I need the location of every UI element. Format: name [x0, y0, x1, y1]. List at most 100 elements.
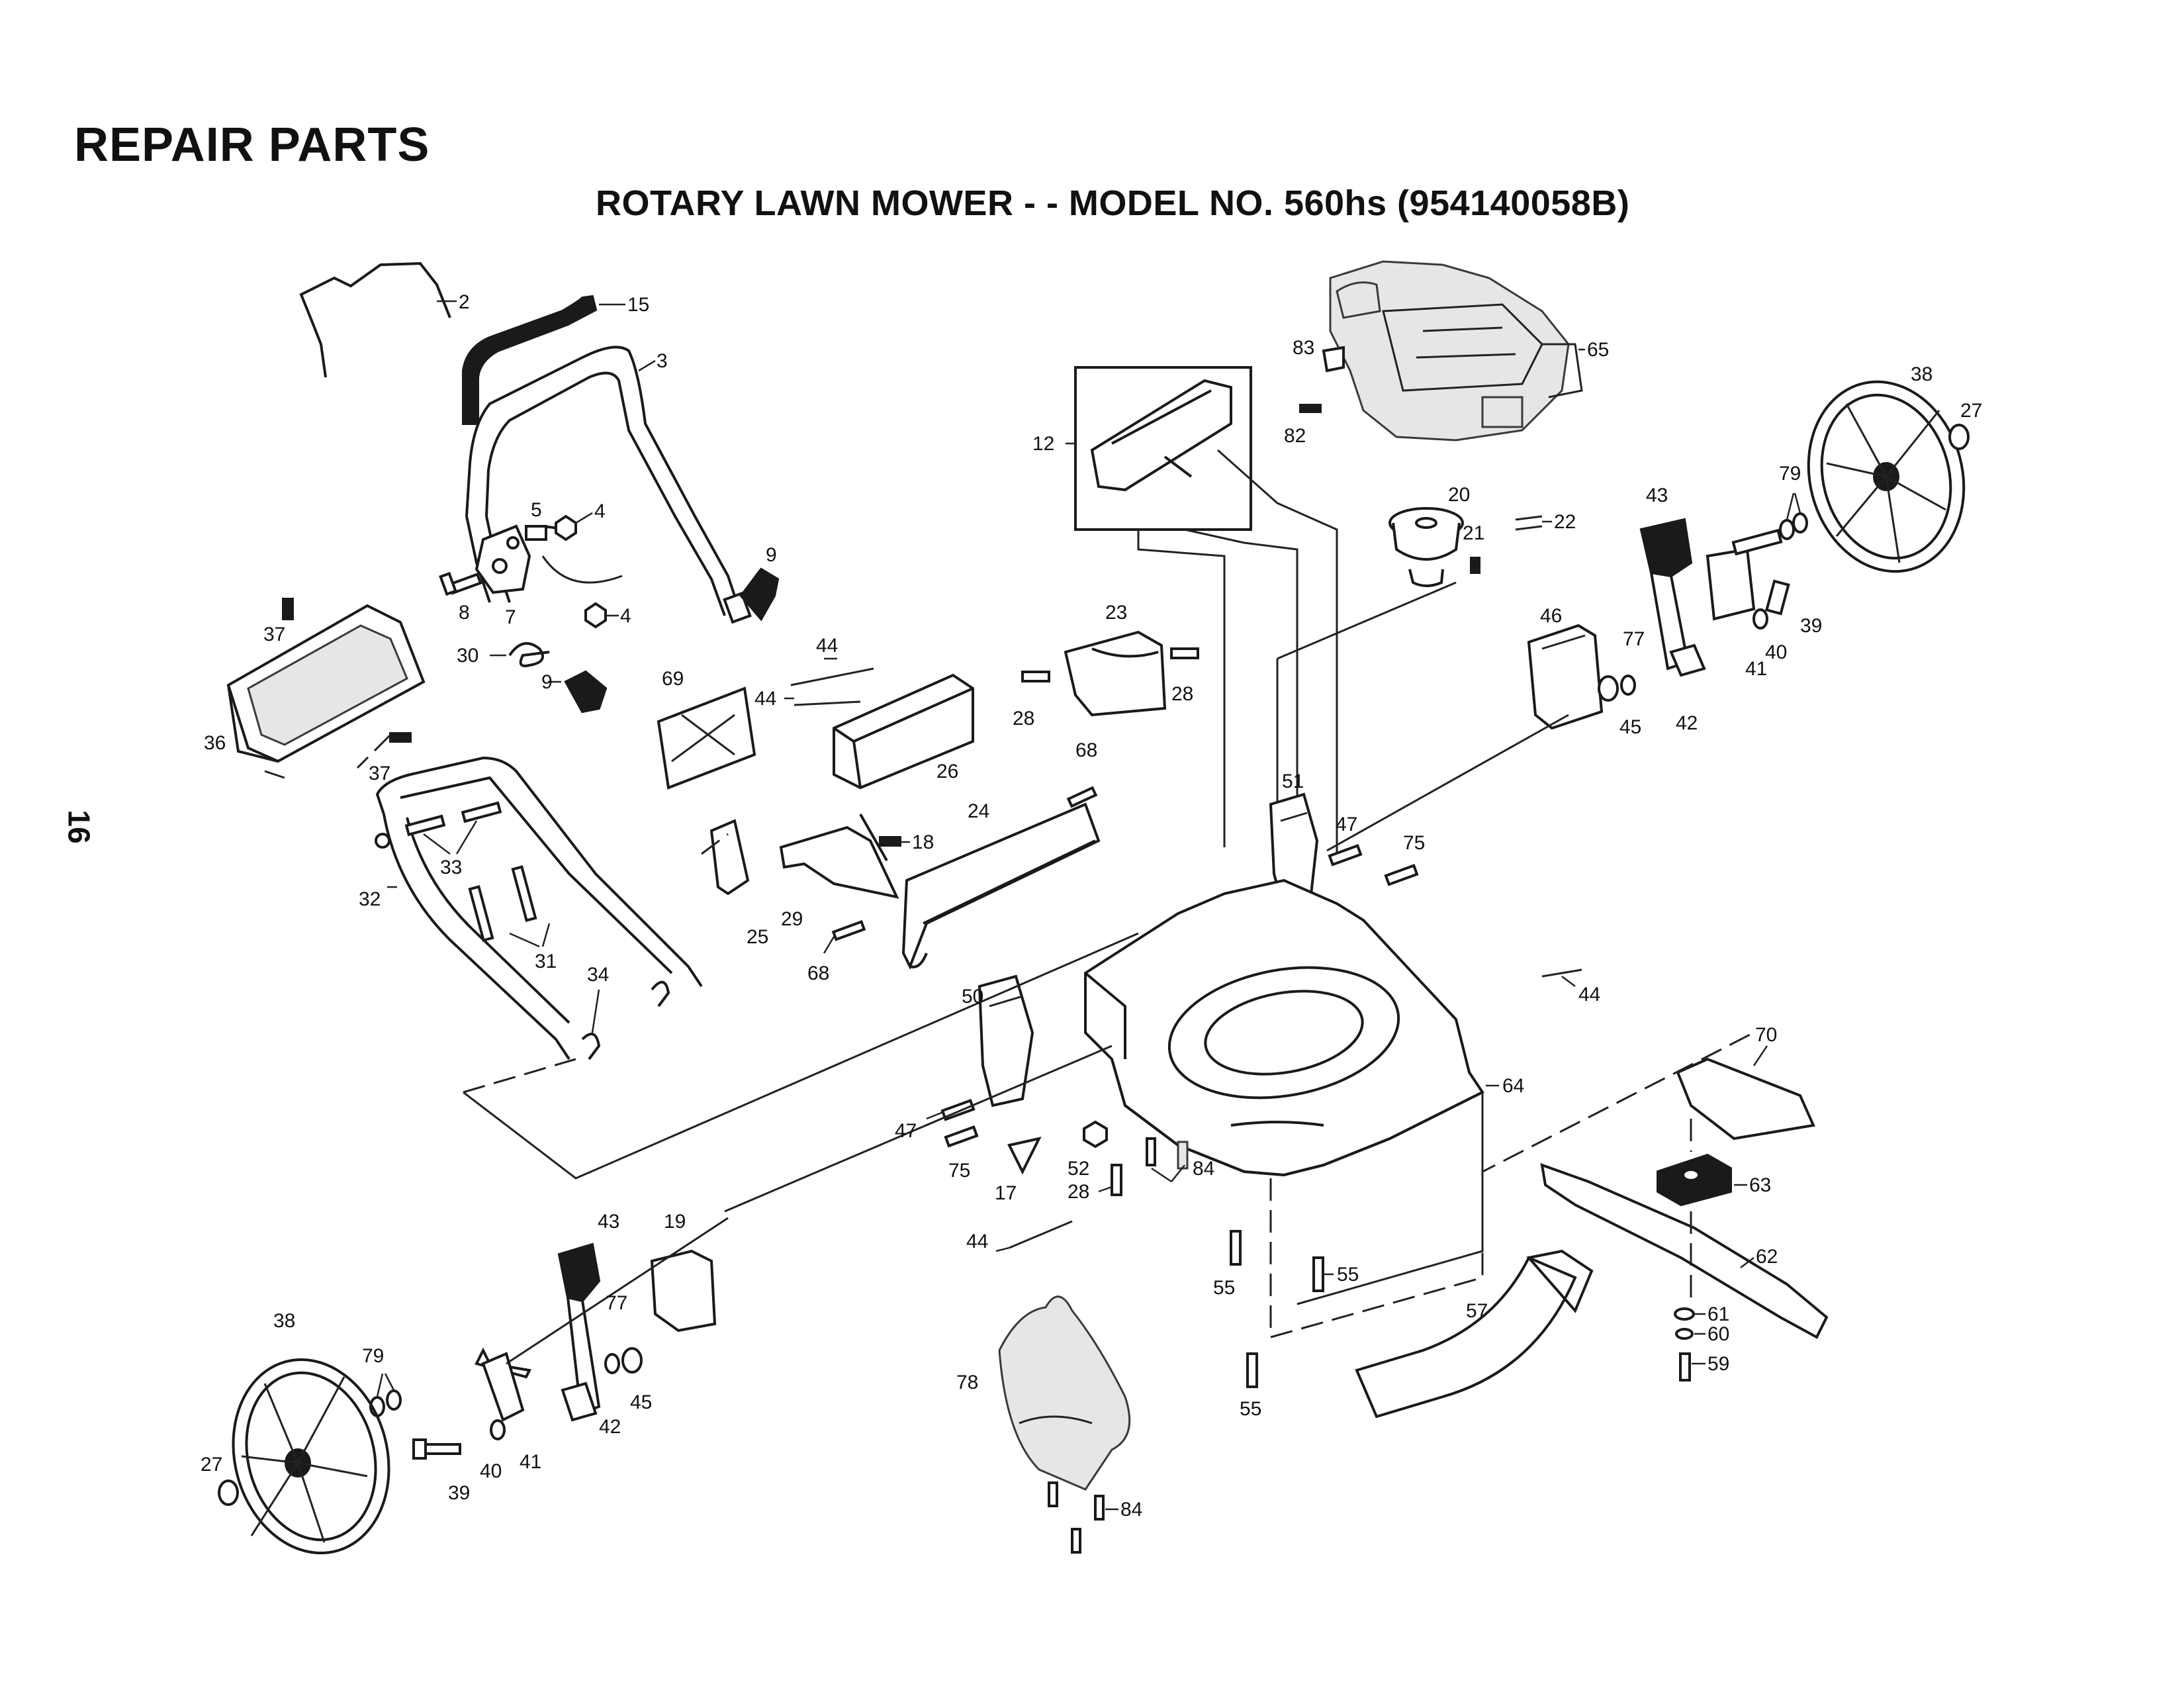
callout-59: 59 — [1707, 1353, 1729, 1375]
part-29-chute-deflector — [779, 814, 899, 899]
callout-29: 29 — [781, 908, 803, 930]
callout-9-lower: 9 — [541, 671, 553, 693]
callout-45-right: 45 — [1619, 716, 1641, 738]
part-27-wheel-cap-right — [1948, 424, 1970, 450]
part-55-bolt-a — [1230, 1230, 1242, 1266]
callout-4: 4 — [594, 500, 606, 522]
part-18-screw — [879, 836, 901, 847]
part-39-shoulder-bolt-left — [412, 1438, 461, 1460]
callout-17: 17 — [995, 1182, 1017, 1204]
callout-51: 51 — [1282, 771, 1304, 792]
callout-40-left: 40 — [480, 1460, 502, 1482]
callout-44-upper: 44 — [816, 635, 838, 657]
callout-77-left: 77 — [606, 1292, 627, 1314]
part-41-axle-bracket-right — [1706, 528, 1783, 621]
part-28-bolt-left — [1021, 671, 1050, 682]
part-21-key — [1470, 557, 1480, 574]
callout-27-right: 27 — [1960, 400, 1982, 422]
callout-34: 34 — [587, 964, 609, 986]
guide-line-blade — [1269, 1031, 1754, 1338]
callout-28-left: 28 — [1013, 708, 1034, 729]
callout-45-left: 45 — [630, 1391, 652, 1413]
part-37-screw-upper — [282, 598, 294, 620]
part-69-rear-flap — [657, 686, 756, 790]
callout-28-front: 28 — [1068, 1181, 1089, 1203]
callout-84-upper: 84 — [1193, 1158, 1214, 1180]
part-26-hinge-bracket — [833, 673, 974, 790]
callout-44-right: 44 — [1578, 984, 1600, 1006]
callout-43-right: 43 — [1646, 485, 1668, 506]
callout-19: 19 — [664, 1211, 686, 1233]
callout-33: 33 — [440, 857, 462, 878]
part-44-cable-right — [1541, 968, 1582, 978]
part-68-screw-upper — [1066, 786, 1098, 808]
part-27-wheel-cap-left — [218, 1479, 239, 1506]
part-52-nut — [1083, 1120, 1108, 1149]
part-34-hairpin-clip — [581, 980, 670, 1060]
callout-38-left: 38 — [273, 1310, 295, 1332]
callout-46: 46 — [1540, 605, 1562, 627]
callout-55-c: 55 — [1240, 1398, 1261, 1420]
part-50-left-front-adjuster — [978, 974, 1034, 1107]
callout-42-right: 42 — [1676, 712, 1698, 734]
callout-9-upper: 9 — [766, 544, 777, 566]
callout-44-left: 44 — [966, 1231, 988, 1252]
guide-line-deck-right — [1297, 1092, 1484, 1305]
callout-21: 21 — [1463, 522, 1484, 544]
part-47-bolt-right — [1328, 843, 1363, 867]
callout-5: 5 — [531, 499, 542, 521]
part-63-blade-adapter — [1657, 1153, 1732, 1207]
callout-15: 15 — [627, 294, 649, 316]
part-24-rear-baffle — [901, 802, 1101, 970]
part-64-mower-deck — [1084, 878, 1484, 1177]
part-44-spring-pin — [790, 667, 874, 706]
part-43-height-lever-right — [1639, 518, 1693, 671]
callout-3: 3 — [657, 350, 668, 372]
part-19-height-adjuster-left — [650, 1249, 717, 1333]
part-9-handle-knob-upper — [739, 567, 780, 622]
callout-18: 18 — [912, 831, 934, 853]
part-40-washer-right — [1752, 608, 1768, 630]
callout-20: 20 — [1448, 484, 1470, 506]
guide-line-rear — [463, 932, 1139, 1180]
part-79-washer-right — [1779, 512, 1808, 540]
part-39-shoulder-bolt-right — [1764, 579, 1790, 616]
callout-27-left: 27 — [201, 1454, 222, 1476]
part-36-grass-catcher-frame — [226, 604, 426, 779]
part-83-primer-bracket — [1322, 346, 1345, 373]
callout-79-left: 79 — [362, 1345, 384, 1367]
callout-61: 61 — [1707, 1303, 1729, 1325]
callout-47-left: 47 — [895, 1120, 917, 1142]
part-46-rear-height-adjuster — [1527, 624, 1604, 730]
part-42-axle-arm-right — [1669, 643, 1706, 677]
diagram-title: ROTARY LAWN MOWER - - MODEL NO. 560hs (9… — [596, 183, 1630, 223]
part-62-blade — [1540, 1162, 1829, 1339]
part-77-spacer-left — [604, 1353, 620, 1374]
callout-28-right: 28 — [1171, 683, 1193, 705]
callout-52: 52 — [1068, 1158, 1089, 1180]
callout-62: 62 — [1756, 1246, 1778, 1268]
callout-75-right: 75 — [1403, 832, 1425, 854]
callout-4-lower: 4 — [620, 605, 631, 627]
part-22-set-screw — [1515, 515, 1543, 531]
callout-60: 60 — [1707, 1323, 1729, 1345]
callout-30: 30 — [457, 645, 478, 667]
callout-50: 50 — [962, 986, 983, 1008]
callout-2: 2 — [459, 291, 470, 313]
part-60-washer — [1675, 1328, 1694, 1340]
part-65-engine — [1329, 260, 1583, 442]
part-9-handle-knob-lower — [564, 670, 608, 714]
part-84-screws-lower — [1048, 1481, 1105, 1554]
part-20-blade-adapter-pulley — [1388, 507, 1464, 587]
callout-36: 36 — [204, 732, 226, 754]
part-4-hex-nut — [555, 514, 577, 541]
part-38-rear-wheel-left — [232, 1358, 390, 1555]
callout-38-right: 38 — [1911, 363, 1933, 385]
part-57-deck-baffle — [1355, 1249, 1594, 1419]
callout-31: 31 — [535, 951, 557, 972]
part-77-spacer-right — [1620, 675, 1636, 696]
part-55-bolt-c — [1246, 1352, 1258, 1388]
callout-77-right: 77 — [1623, 628, 1645, 650]
callout-64: 64 — [1502, 1075, 1524, 1097]
callout-69: 69 — [662, 668, 684, 690]
